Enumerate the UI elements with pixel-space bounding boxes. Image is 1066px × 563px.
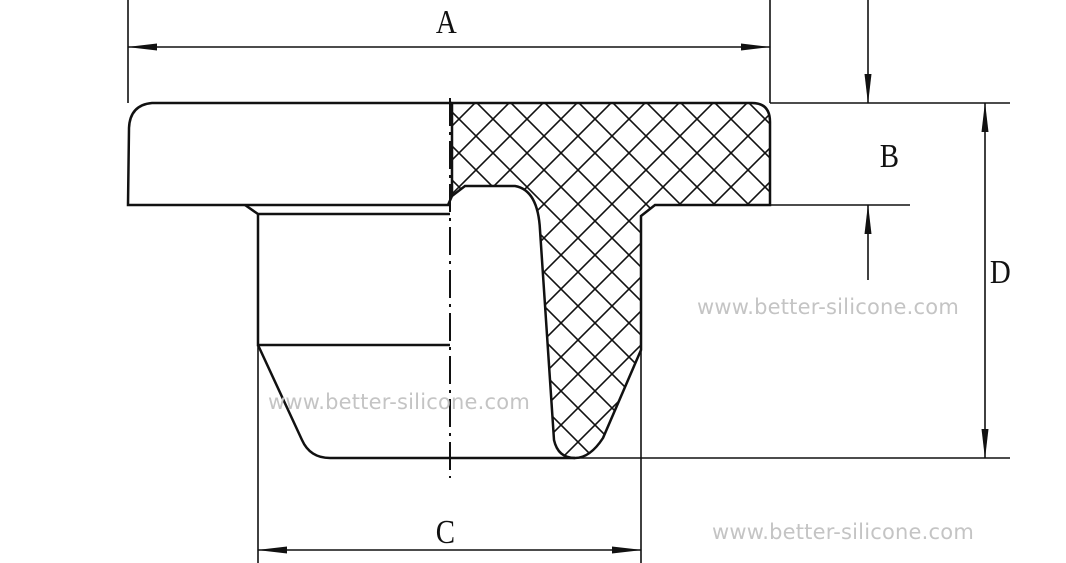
watermark: www.better-silicone.com (697, 295, 959, 319)
watermark: www.better-silicone.com (712, 520, 974, 544)
dimension-label-d: D (989, 254, 1011, 291)
dimension-lines (127, 0, 1010, 563)
dimension-label-b: B (879, 138, 899, 175)
dimension-label-c: C (435, 514, 455, 551)
watermark: www.better-silicone.com (268, 390, 530, 414)
dimension-label-a: A (435, 4, 457, 41)
